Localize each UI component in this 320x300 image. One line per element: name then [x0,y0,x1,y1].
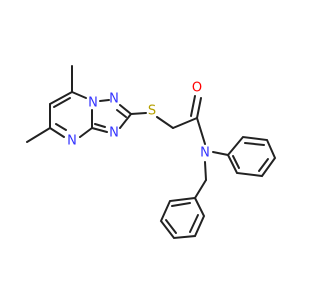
bond-n3-c3a [91,127,108,133]
bond-c2-n3 [119,113,132,129]
benzyl-double-3 [171,202,191,207]
atom-n-d: N [109,126,119,141]
bond-n4-c3a [79,127,93,138]
bond-n3-c3a-double [94,123,106,128]
bond-c5-n4-double [55,123,67,131]
phenyl-ring [226,135,277,178]
bond-co-b [190,95,196,117]
bond-n2-c2-double [116,109,127,118]
atom-s: S [148,104,156,119]
benzyl-ring-outline [159,196,206,240]
bond-co-a [196,97,202,119]
bond-c2-s [130,112,147,115]
bond-n-ch2 [204,161,207,181]
benzyl-ring [159,196,206,240]
phenyl-double-3 [232,155,240,169]
bond-c7-c6-double [53,97,71,108]
atom-labels: N N N N S O N [67,81,210,161]
bond-c5-n4 [49,127,65,138]
atom-n-b: N [109,92,119,107]
bond-n-phenyl [212,151,229,156]
bond-n1-c7 [71,91,87,99]
atom-o: O [192,81,202,96]
atom-n-amide: N [200,146,210,161]
atom-n-a: N [88,96,98,111]
bond-carbonyl-n [196,117,206,145]
phenyl-double-2 [258,158,269,172]
benzyl-double-1 [189,214,199,233]
phenyl-ring-outline [226,135,277,178]
bond-c5-methyl [26,127,51,143]
bond-ch2-carbonyl [172,117,198,129]
bond-n2-c2 [119,104,132,115]
bond-ch2-benzyl [194,179,207,199]
molecule-structure: N N N N S O N [26,65,277,240]
benzyl-double-2 [165,219,177,234]
atom-n-c: N [67,134,77,149]
bond-n1-n2 [99,99,110,102]
bond-s-ch2 [156,116,174,129]
bond-c7-c6 [49,91,73,105]
phenyl-double-1 [244,142,265,146]
bonds [26,65,229,199]
